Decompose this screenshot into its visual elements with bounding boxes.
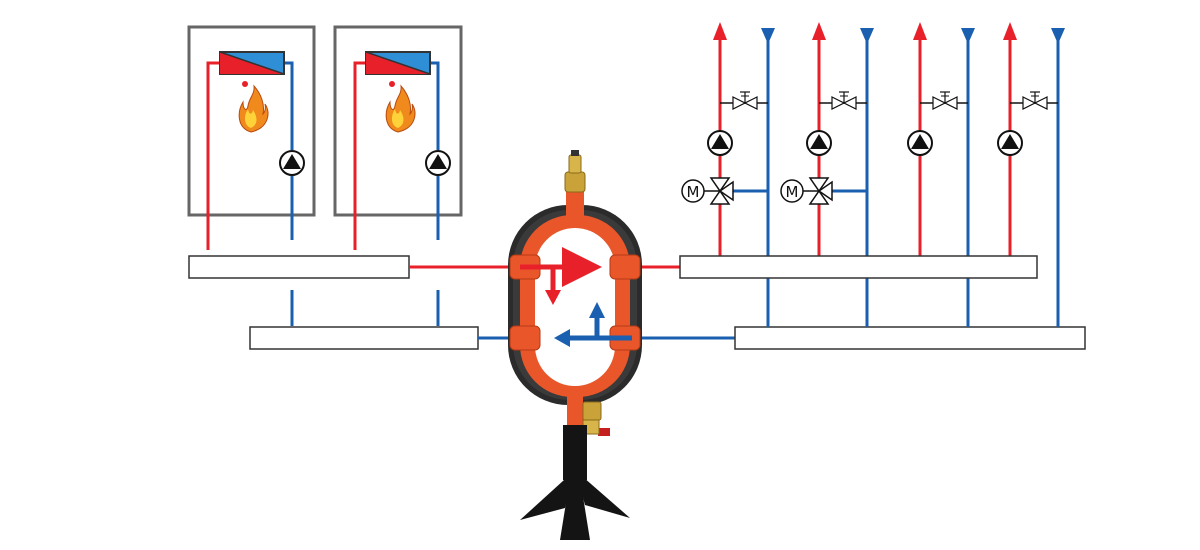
flame-icon bbox=[238, 81, 269, 133]
boiler-1-hot-pipe bbox=[206, 61, 222, 250]
distribution-supply-header bbox=[679, 255, 1038, 279]
circuit-1-supply-arrow bbox=[713, 22, 727, 40]
circuit-2 bbox=[812, 22, 874, 327]
circuit-3-return-arrow bbox=[961, 28, 975, 44]
hot-flow-arrow-right-head bbox=[580, 258, 596, 276]
circuit-2-return-arrow bbox=[860, 28, 874, 44]
boiler-supply-header bbox=[188, 255, 410, 279]
boiler-2-hot-pipe bbox=[353, 61, 368, 250]
boiler-2-circulation-pump-icon bbox=[425, 150, 451, 176]
circuit-4-return-arrow bbox=[1051, 28, 1065, 44]
hydraulic-separator-icon bbox=[508, 150, 642, 540]
circuit-4 bbox=[1003, 22, 1065, 327]
hot-flow-arrow-down-head bbox=[545, 290, 561, 305]
circuit-3-circulation-pump-icon bbox=[907, 130, 933, 156]
boiler-1 bbox=[187, 25, 316, 250]
circuit-1-return-arrow bbox=[761, 28, 775, 44]
boiler-1-cold-pipe bbox=[284, 61, 294, 150]
heat-exchanger-icon bbox=[365, 51, 431, 75]
boiler-2-cold-pipe bbox=[430, 61, 440, 150]
circuit-2-three-way-mixing-valve-icon: M bbox=[780, 177, 867, 205]
cold-flow-arrow-up-head bbox=[589, 302, 605, 318]
circuit-3-balancing-valve-icon bbox=[920, 91, 968, 110]
circuit-4-balancing-valve-icon bbox=[1010, 91, 1058, 110]
boiler-2 bbox=[333, 25, 463, 250]
circuit-2-supply-arrow bbox=[812, 22, 826, 40]
circuit-1-circulation-pump-icon bbox=[707, 130, 733, 156]
circuit-3 bbox=[913, 22, 975, 327]
circuit-1-three-way-mixing-valve-icon: M bbox=[681, 177, 768, 205]
heat-exchanger-icon bbox=[219, 51, 285, 75]
circuit-2-circulation-pump-icon bbox=[806, 130, 832, 156]
flame-icon bbox=[385, 81, 416, 133]
motor-valve-1-label: M bbox=[687, 183, 700, 201]
cold-flow-arrow-left-head bbox=[554, 329, 570, 347]
circuit-3-supply-arrow bbox=[913, 22, 927, 40]
motor-valve-2-label: M bbox=[786, 183, 799, 201]
circuit-2-balancing-valve-icon bbox=[819, 91, 867, 110]
boiler-return-header bbox=[249, 326, 479, 350]
circuit-1-balancing-valve-icon bbox=[720, 91, 768, 110]
circuit-4-supply-arrow bbox=[1003, 22, 1017, 40]
distribution-return-header bbox=[734, 326, 1086, 350]
boiler-1-circulation-pump-icon bbox=[279, 150, 305, 176]
circuit-4-circulation-pump-icon bbox=[997, 130, 1023, 156]
circuit-1 bbox=[713, 22, 775, 327]
